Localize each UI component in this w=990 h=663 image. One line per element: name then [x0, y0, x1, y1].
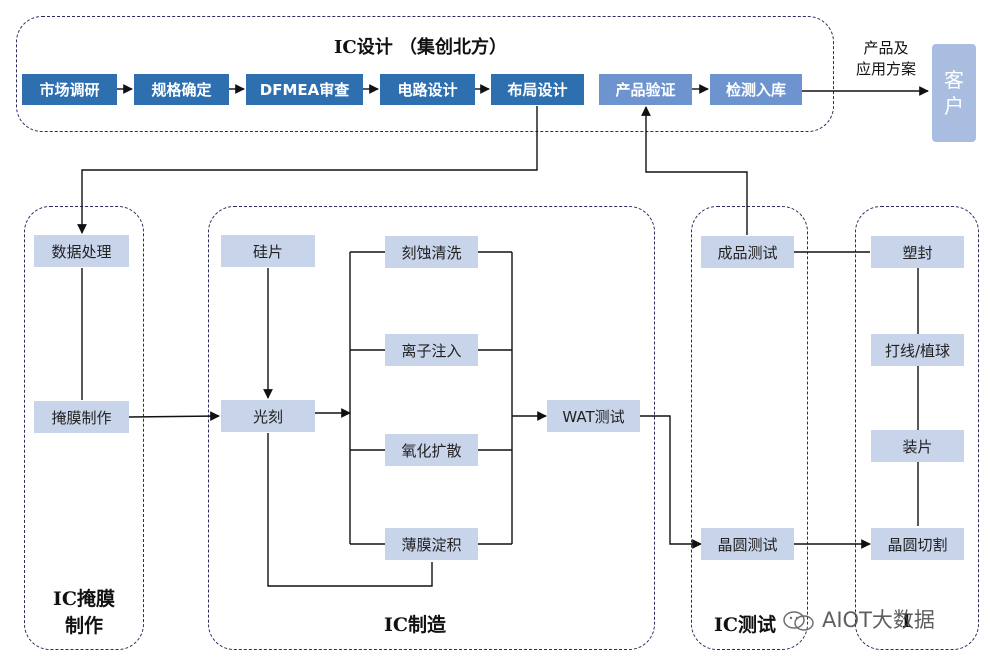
- fab-lithography[interactable]: 光刻: [221, 400, 315, 432]
- step-spec-definition[interactable]: 规格确定: [134, 74, 229, 105]
- ic-test-group: [691, 206, 808, 650]
- ic-design-title: IC设计 （集创北方）: [334, 37, 508, 58]
- fab-ion-implant[interactable]: 离子注入: [385, 334, 478, 366]
- ic-test-title: IC测试: [714, 614, 777, 636]
- fab-wat-test[interactable]: WAT测试: [547, 400, 640, 432]
- step-layout-design[interactable]: 布局设计: [491, 74, 584, 105]
- ic-fab-group: [208, 206, 655, 650]
- step-inspection-storage[interactable]: 检测入库: [710, 74, 802, 105]
- fab-oxidation-diffusion[interactable]: 氧化扩散: [385, 434, 478, 466]
- ic-design-group: [16, 16, 834, 132]
- step-dfmea-review[interactable]: DFMEA审查: [246, 74, 363, 105]
- ic-package-group: [855, 206, 979, 650]
- step-circuit-design[interactable]: 电路设计: [380, 74, 475, 105]
- test-final-product[interactable]: 成品测试: [701, 236, 794, 268]
- fab-silicon-wafer[interactable]: 硅片: [221, 235, 315, 267]
- ic-mask-title: IC掩膜 制作: [52, 588, 115, 637]
- pack-wafer-dicing[interactable]: 晶圆切割: [871, 528, 964, 560]
- fab-thin-film-deposition[interactable]: 薄膜淀积: [385, 528, 478, 560]
- customer-label: 客 户: [944, 68, 964, 118]
- mask-data-processing[interactable]: 数据处理: [34, 235, 129, 267]
- fab-etch-clean[interactable]: 刻蚀清洗: [385, 236, 478, 268]
- pack-molding[interactable]: 塑封: [871, 236, 964, 268]
- step-product-verification[interactable]: 产品验证: [599, 74, 692, 105]
- pack-die-attach[interactable]: 装片: [871, 430, 964, 462]
- step-market-research[interactable]: 市场调研: [22, 74, 117, 105]
- pack-wire-bond-ball[interactable]: 打线/植球: [871, 334, 964, 366]
- test-wafer[interactable]: 晶圆测试: [701, 528, 794, 560]
- watermark: AIOT大数据: [782, 604, 935, 634]
- ic-fab-title: IC制造: [384, 614, 447, 636]
- output-label: 产品及 应用方案: [855, 39, 916, 78]
- watermark-text: AIOT大数据: [822, 608, 935, 632]
- ic-package-title: I: [902, 610, 911, 632]
- customer-box[interactable]: 客 户: [932, 44, 976, 142]
- mask-making[interactable]: 掩膜制作: [34, 401, 129, 433]
- ic-mask-group: [24, 206, 144, 650]
- wechat-icon: [783, 611, 814, 631]
